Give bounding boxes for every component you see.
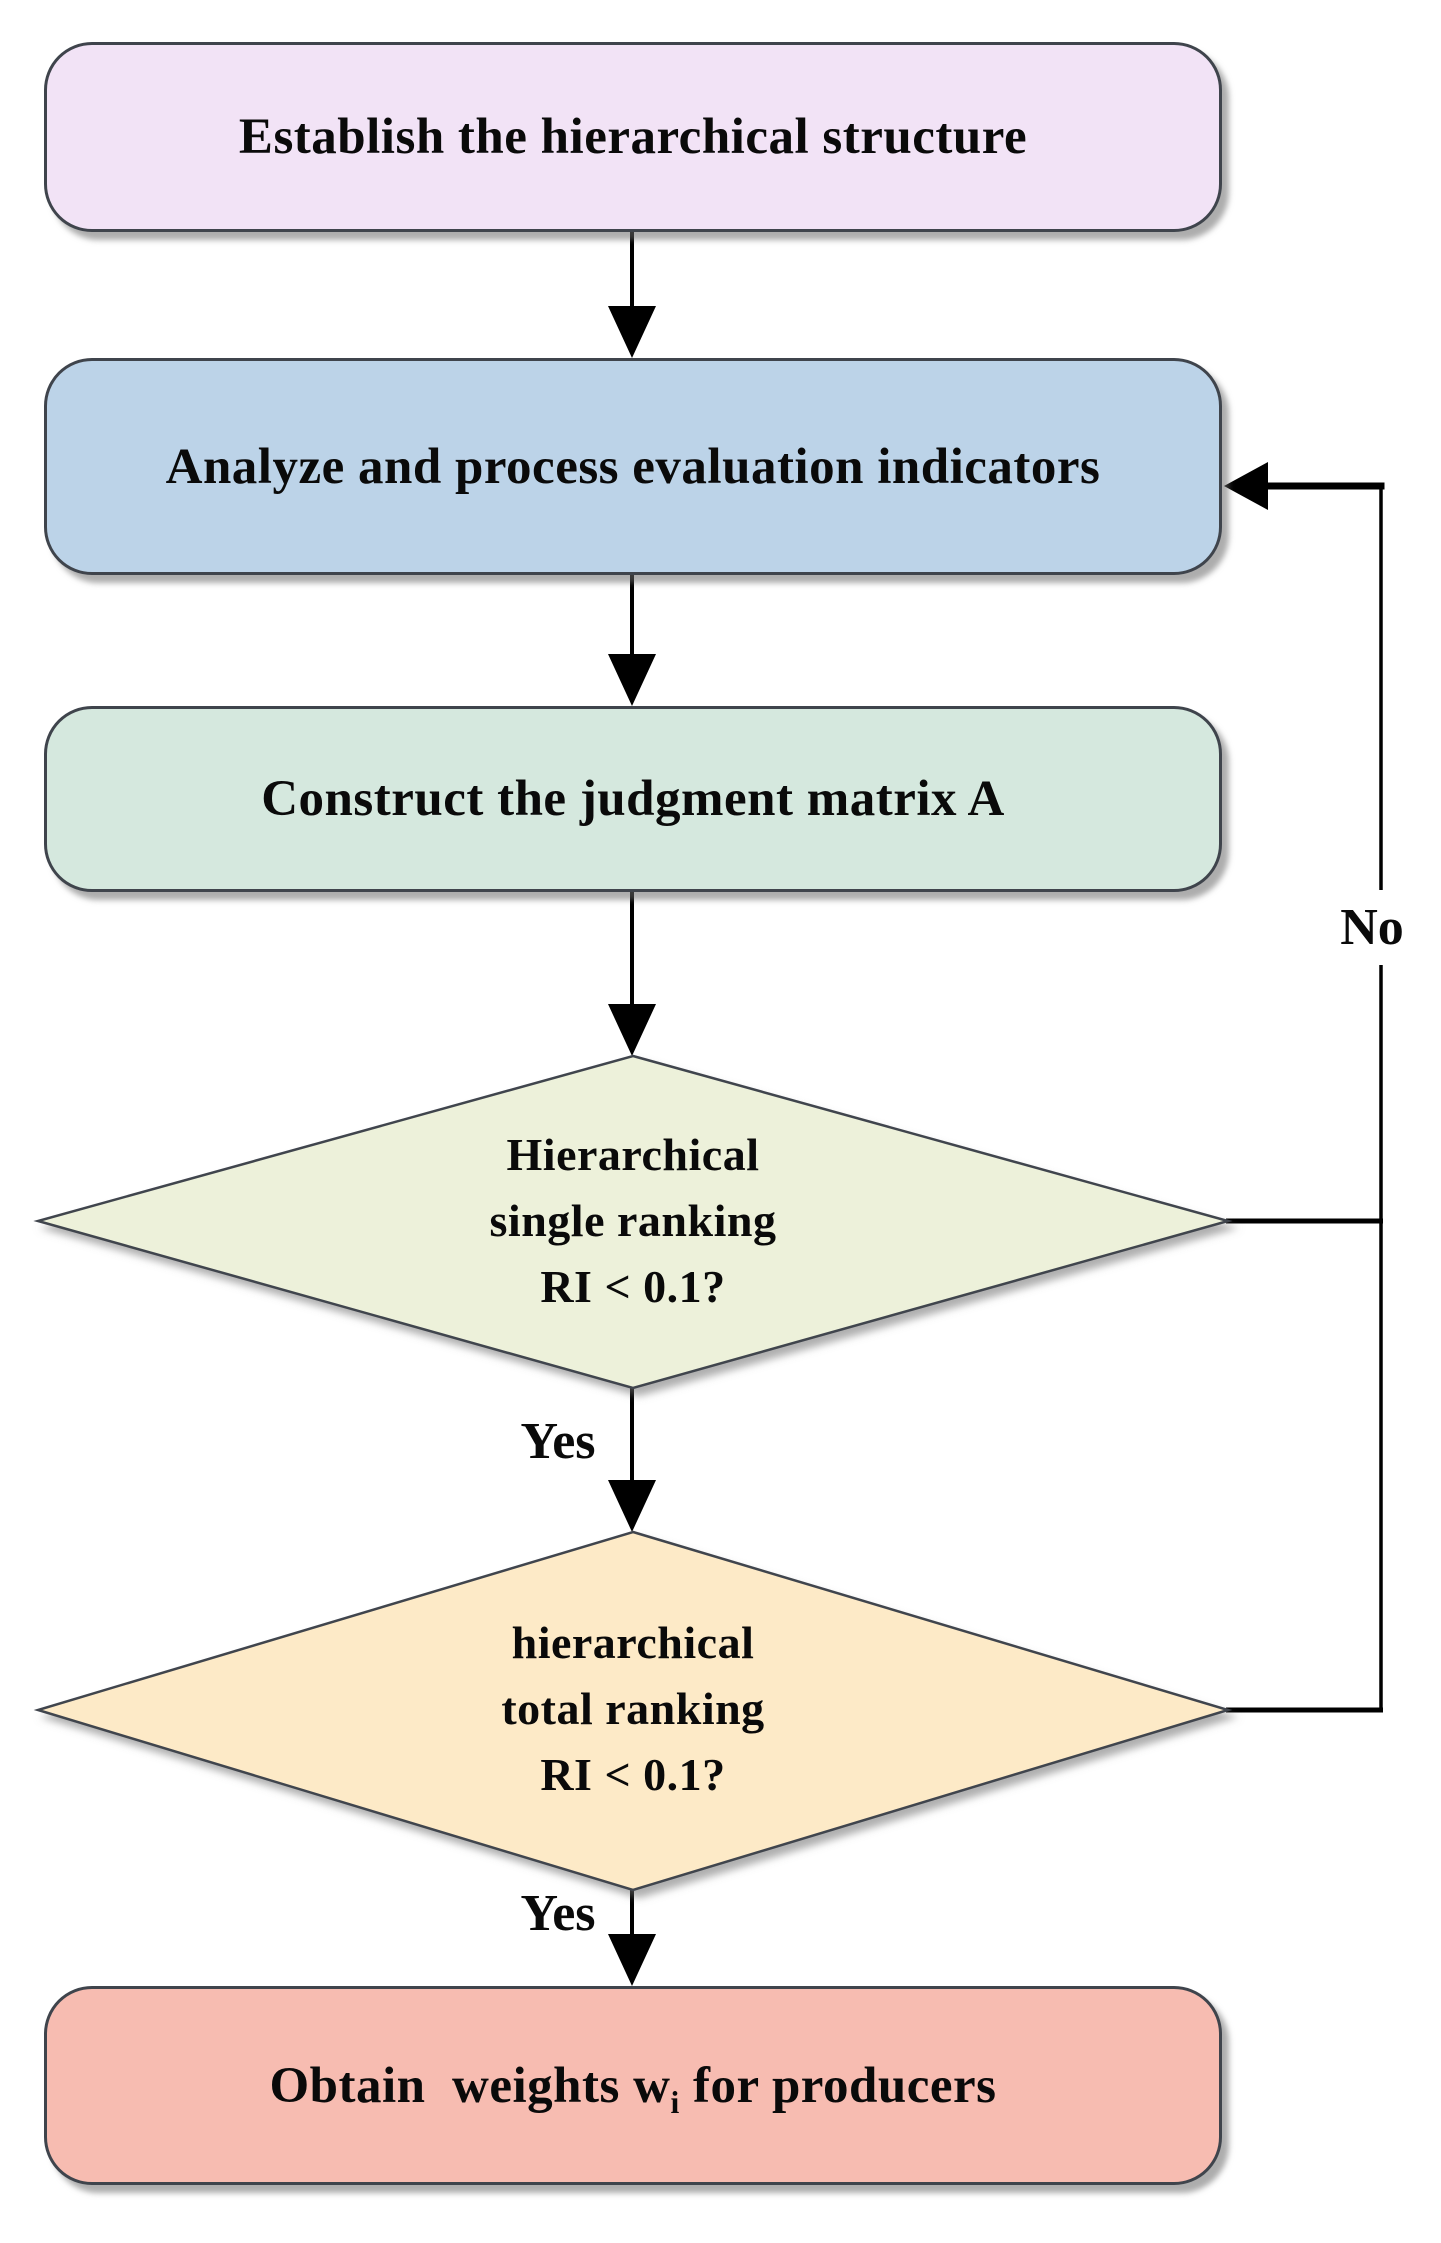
decision-single-line1: Hierarchical (506, 1129, 760, 1180)
arrow-establish-to-analyze-head-icon (608, 306, 656, 358)
obtain-label-before-sub: Obtain weights w (269, 2057, 671, 2114)
process-box-construct-label: Construct the judgment matrix A (261, 771, 1005, 827)
process-box-construct-matrix: Construct the judgment matrix A (44, 706, 1222, 892)
decision-total-ranking-text: hierarchical total ranking RI < 0.1? (233, 1610, 1033, 1808)
arrow-single-to-total-head-icon (608, 1480, 656, 1532)
decision-diamond-total-ranking (33, 1530, 1233, 1892)
arrow-analyze-to-construct-head-icon (608, 654, 656, 706)
obtain-label-subscript: i (670, 2084, 680, 2120)
process-box-establish-structure: Establish the hierarchical structure (44, 42, 1222, 232)
decision-single-ranking-text: Hierarchical single ranking RI < 0.1? (233, 1122, 1033, 1320)
edge-label-yes-single: Yes (520, 1413, 596, 1470)
feedback-arrow-into-analyze-head-icon (1224, 462, 1268, 510)
decision-total-line1: hierarchical (511, 1617, 755, 1668)
arrow-construct-to-single-head-icon (608, 1004, 656, 1056)
edge-label-yes-total: Yes (520, 1885, 596, 1942)
decision-total-line2: total ranking (501, 1683, 765, 1734)
obtain-label-after-sub: for producers (679, 2057, 997, 2114)
result-box-obtain-weights: Obtain weights wi for producers (44, 1986, 1222, 2185)
process-box-analyze-indicators: Analyze and process evaluation indicator… (44, 358, 1222, 575)
decision-single-line3: RI < 0.1? (540, 1261, 726, 1312)
result-box-obtain-label: Obtain weights wi for producers (269, 2057, 997, 2118)
edge-label-no: No (1340, 899, 1404, 956)
process-box-analyze-label: Analyze and process evaluation indicator… (165, 438, 1101, 495)
decision-single-line2: single ranking (489, 1195, 777, 1246)
decision-diamond-single-ranking (33, 1054, 1233, 1390)
process-box-establish-label: Establish the hierarchical structure (238, 109, 1028, 165)
arrow-total-to-obtain-head-icon (608, 1934, 656, 1986)
decision-total-line3: RI < 0.1? (540, 1749, 726, 1800)
